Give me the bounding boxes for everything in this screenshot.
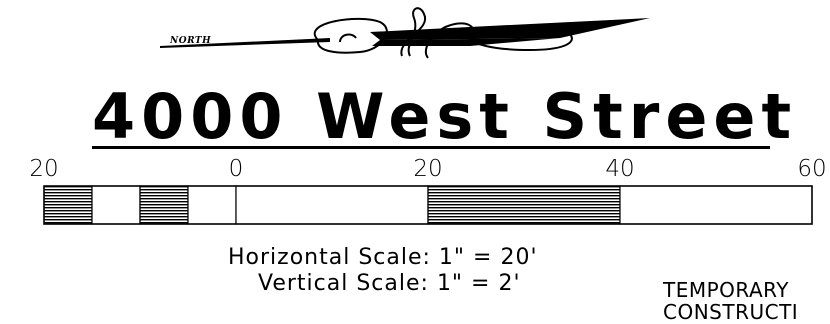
scale-segment-5: [427, 185, 621, 225]
title-underline: [92, 146, 770, 149]
scale-segment-3: [187, 185, 237, 225]
scale-tick-label: 0: [228, 156, 244, 182]
scale-segment-1: [91, 185, 141, 225]
page-title: 4000 West Street: [92, 80, 798, 153]
scale-tick-label: 60: [797, 156, 827, 182]
scale-bar-outline: [43, 185, 813, 225]
construction-label: CONSTRUCTI: [663, 300, 799, 324]
north-label: NORTH: [170, 36, 212, 46]
scale-tick-label: 20: [413, 156, 443, 182]
scale-tick-label: 40: [605, 156, 635, 182]
scale-segment-6: [619, 185, 813, 225]
horizontal-scale-label: Horizontal Scale: 1" = 20': [228, 245, 538, 270]
scale-segment-2: [139, 185, 189, 225]
scale-tick-label: 20: [29, 156, 59, 182]
scale-segment-4: [235, 185, 429, 225]
scale-segment-0: [43, 185, 93, 225]
vertical-scale-label: Vertical Scale: 1" = 2': [258, 271, 521, 296]
temporary-label: TEMPORARY: [663, 278, 790, 302]
